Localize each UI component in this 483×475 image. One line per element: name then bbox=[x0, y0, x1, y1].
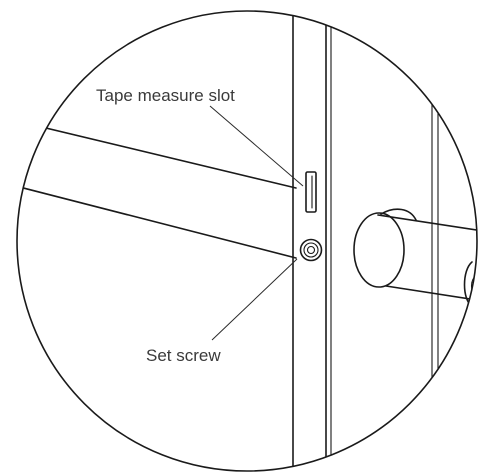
detail-circle bbox=[16, 10, 478, 472]
handle-cylinder bbox=[353, 208, 477, 307]
set-screw-leader bbox=[211, 258, 298, 341]
tape-slot-label: Tape measure slot bbox=[96, 86, 235, 105]
set-screw-label: Set screw bbox=[146, 346, 221, 365]
tape-slot bbox=[305, 171, 317, 213]
tape-slot-leader bbox=[209, 105, 304, 187]
vertical-post bbox=[292, 11, 439, 471]
set-screw-icon bbox=[299, 238, 323, 262]
upper-rail bbox=[17, 116, 297, 259]
